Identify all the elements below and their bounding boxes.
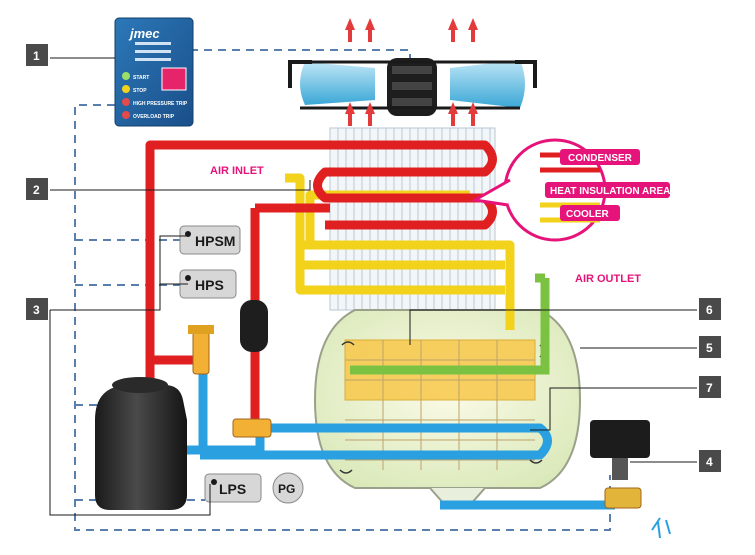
compressor [95,377,187,510]
callout-6: 6 [706,303,713,317]
cold-refrigerant-pipe [185,370,615,510]
condenser-fan [288,58,537,116]
drain-valve [590,420,650,509]
callout-leaders [49,57,697,516]
expansion-valve [188,325,214,375]
callout-boxes [26,44,721,472]
hpsm-box [179,225,241,255]
panel-high-pressure-trip-label: HIGH PRESSURE TRIP [133,101,188,107]
bypass-valve [232,418,272,438]
callout-4: 4 [706,455,713,469]
hpsm-label: HPSM [195,233,235,249]
panel-overload-trip-label: OVERLOAD TRIP [133,114,175,120]
drain-spray [651,517,671,539]
receiver [240,300,268,352]
panel-start-label: START [133,75,149,81]
callout-3: 3 [33,303,40,317]
pg-gauge [272,472,304,504]
panel-brand: jmec [128,26,160,41]
air-outlet-label: AIR OUTLET [575,273,641,285]
lps-box [204,473,262,503]
callout-7: 7 [706,381,713,395]
condenser-label: CONDENSER [568,153,633,164]
air-inlet-label: AIR INLET [210,165,264,177]
callout-1: 1 [33,49,40,63]
control-panel [114,17,194,127]
heat-insulation-label: HEAT INSULATION AREA [550,186,670,197]
pg-label: PG [278,482,295,496]
callout-2: 2 [33,183,40,197]
hot-air-arrows [345,18,478,126]
separator-tank [313,309,582,506]
zoom-label-pills [545,149,670,221]
dry-air-pipe [350,273,550,375]
cooler-label: COOLER [566,209,610,220]
warm-air-pipe [285,173,515,330]
panel-stop-label: STOP [133,88,147,94]
lps-label: LPS [219,481,246,497]
heat-exchanger-fins [329,127,496,311]
hps-label: HPS [195,277,224,293]
callout-5: 5 [706,341,713,355]
